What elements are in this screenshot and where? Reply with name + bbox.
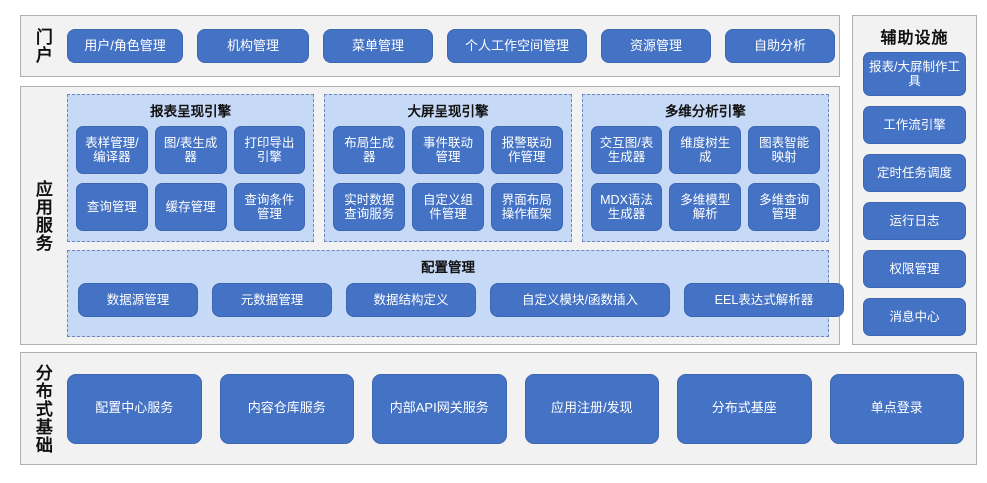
portal-button-2[interactable]: 机构管理 xyxy=(197,29,309,63)
foundation-button-6[interactable]: 单点登录 xyxy=(829,373,964,444)
engine-3-button-3[interactable]: 图表智能映射 xyxy=(748,126,820,174)
engine-2-button-1[interactable]: 布局生成器 xyxy=(333,126,406,174)
engine-3-button-6[interactable]: 多维查询管理 xyxy=(748,183,820,231)
auxiliary-section-title: 辅助设施 xyxy=(880,30,949,47)
configuration-management-block: 配置管理 数据源管理元数据管理数据结构定义自定义模块/函数插入 EEL表达式解析器 xyxy=(67,250,844,337)
auxiliary-button-1[interactable]: 报表/大屏制作工具 xyxy=(863,52,966,96)
engine-1-button-2[interactable]: 图/表生成器 xyxy=(154,126,227,174)
engine-2-button-2[interactable]: 事件联动管理 xyxy=(412,126,484,174)
engine-3-button-4[interactable]: MDX语法生成器 xyxy=(590,183,663,231)
configuration-button-2[interactable]: 元数据管理 xyxy=(212,283,332,317)
configuration-button-5[interactable]: EEL表达式解析器 xyxy=(684,283,844,317)
foundation-button-2[interactable]: 内容仓库服务 xyxy=(219,373,354,444)
engine-group-row: 报表呈现引擎表样管理/编译器图/表生成器打印导出引擎查询管理缓存管理查询条件管理… xyxy=(67,94,829,242)
engine-title-1: 报表呈现引擎 xyxy=(150,104,232,119)
engine-1-button-5[interactable]: 缓存管理 xyxy=(154,183,227,231)
distributed-foundation-item-list: 配置中心服务内容仓库服务内部API网关服务应用注册/发现分布式基座单点登录 xyxy=(67,353,964,464)
auxiliary-button-6[interactable]: 消息中心 xyxy=(863,298,966,336)
foundation-button-3[interactable]: 内部API网关服务 xyxy=(372,373,507,444)
auxiliary-button-5[interactable]: 权限管理 xyxy=(863,250,966,288)
foundation-button-5[interactable]: 分布式基座 xyxy=(677,373,812,444)
configuration-button-3[interactable]: 数据结构定义 xyxy=(346,283,476,317)
engine-item-grid-2: 布局生成器事件联动管理报警联动作管理实时数据查询服务自定义组件管理界面布局操作框… xyxy=(333,126,563,233)
engine-1-button-1[interactable]: 表样管理/编译器 xyxy=(76,126,148,174)
distributed-foundation-section: 分布式基础 配置中心服务内容仓库服务内部API网关服务应用注册/发现分布式基座单… xyxy=(20,352,977,465)
engine-title-2: 大屏呈现引擎 xyxy=(407,104,489,119)
auxiliary-button-2[interactable]: 工作流引擎 xyxy=(863,106,966,144)
engine-3-button-5[interactable]: 多维模型解析 xyxy=(669,183,742,231)
portal-section-label: 门户 xyxy=(32,28,52,64)
configuration-item-list: 数据源管理元数据管理数据结构定义自定义模块/函数插入 EEL表达式解析器 xyxy=(78,283,844,317)
engine-2-button-4[interactable]: 实时数据查询服务 xyxy=(333,183,406,231)
configuration-button-4[interactable]: 自定义模块/函数插入 xyxy=(490,283,670,317)
distributed-foundation-label: 分布式基础 xyxy=(32,363,52,454)
engine-2-button-6[interactable]: 界面布局操作框架 xyxy=(490,183,563,231)
portal-item-list: 用户/角色管理机构管理菜单管理个人工作空间管理资源管理自助分析 xyxy=(67,16,835,76)
engine-1-button-3[interactable]: 打印导出引擎 xyxy=(233,126,306,174)
portal-button-4[interactable]: 个人工作空间管理 xyxy=(447,29,587,63)
engine-2-button-3[interactable]: 报警联动作管理 xyxy=(490,126,563,174)
application-services-section: 应用服务 报表呈现引擎表样管理/编译器图/表生成器打印导出引擎查询管理缓存管理查… xyxy=(20,86,844,345)
engine-1-button-4[interactable]: 查询管理 xyxy=(76,183,148,231)
engine-item-grid-1: 表样管理/编译器图/表生成器打印导出引擎查询管理缓存管理查询条件管理 xyxy=(76,126,306,233)
portal-button-1[interactable]: 用户/角色管理 xyxy=(67,29,183,63)
auxiliary-item-list: 报表/大屏制作工具工作流引擎定时任务调度运行日志权限管理消息中心 xyxy=(863,52,966,336)
configuration-management-title: 配置管理 xyxy=(421,260,475,275)
auxiliary-facilities-section: 辅助设施 报表/大屏制作工具工作流引擎定时任务调度运行日志权限管理消息中心 xyxy=(852,15,977,345)
engine-2-button-5[interactable]: 自定义组件管理 xyxy=(412,183,484,231)
portal-button-5[interactable]: 资源管理 xyxy=(601,29,711,63)
configuration-button-1[interactable]: 数据源管理 xyxy=(78,283,198,317)
portal-button-3[interactable]: 菜单管理 xyxy=(323,29,433,63)
foundation-button-1[interactable]: 配置中心服务 xyxy=(67,373,202,444)
engine-panel-1: 报表呈现引擎表样管理/编译器图/表生成器打印导出引擎查询管理缓存管理查询条件管理 xyxy=(67,94,315,242)
engine-3-button-1[interactable]: 交互图/表生成器 xyxy=(590,126,663,174)
engine-3-button-2[interactable]: 维度树生成 xyxy=(669,126,742,174)
application-services-body: 报表呈现引擎表样管理/编译器图/表生成器打印导出引擎查询管理缓存管理查询条件管理… xyxy=(67,94,844,337)
portal-section: 门户 用户/角色管理机构管理菜单管理个人工作空间管理资源管理自助分析 xyxy=(20,15,840,77)
engine-title-3: 多维分析引擎 xyxy=(664,104,746,119)
engine-item-grid-3: 交互图/表生成器维度树生成图表智能映射 MDX语法生成器多维模型解析多维查询管理 xyxy=(590,126,820,233)
auxiliary-button-3[interactable]: 定时任务调度 xyxy=(863,154,966,192)
engine-panel-2: 大屏呈现引擎布局生成器事件联动管理报警联动作管理实时数据查询服务自定义组件管理界… xyxy=(324,94,572,242)
engine-1-button-6[interactable]: 查询条件管理 xyxy=(233,183,306,231)
foundation-button-4[interactable]: 应用注册/发现 xyxy=(524,373,659,444)
application-services-label: 应用服务 xyxy=(32,179,52,252)
portal-button-6[interactable]: 自助分析 xyxy=(725,29,835,63)
auxiliary-button-4[interactable]: 运行日志 xyxy=(863,202,966,240)
engine-panel-3: 多维分析引擎交互图/表生成器维度树生成图表智能映射 MDX语法生成器多维模型解析多… xyxy=(581,94,829,242)
